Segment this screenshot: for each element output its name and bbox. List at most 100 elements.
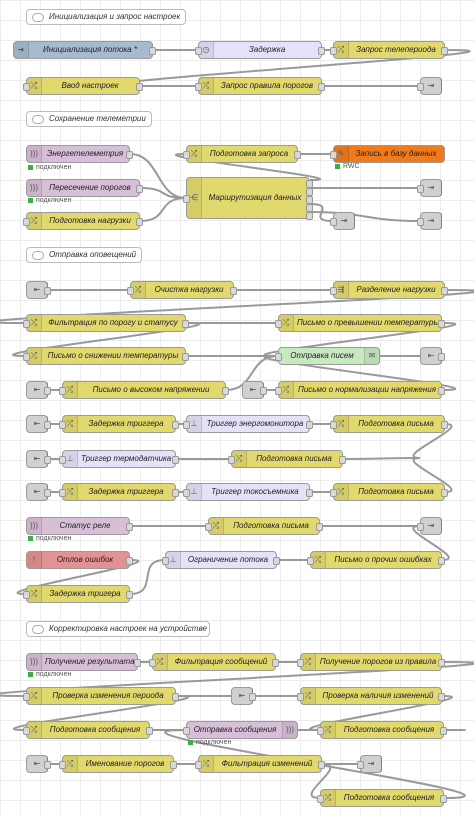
output-port[interactable] [146,727,153,735]
node-link-in-3[interactable]: ⇤ [26,381,51,399]
wire[interactable] [342,457,421,460]
input-port[interactable] [195,47,202,55]
node-link-in-9[interactable]: ⇤ [26,755,51,773]
node-link-in-5[interactable]: ⇤ [26,415,51,433]
node-trig-delay-2[interactable]: ⤮Задержка триггера [59,483,179,501]
input-port[interactable] [317,795,324,803]
node-link-out-6[interactable]: ⇥ [357,755,382,773]
output-port[interactable] [438,659,445,667]
input-port[interactable] [307,557,314,565]
comment-init[interactable]: Инициализация и запрос настроек [26,9,186,25]
input-port[interactable] [183,151,190,159]
node-link-out-2[interactable]: ⇥ [417,179,442,197]
node-mail-high-temp[interactable]: ⤮Письмо о превышении температуры [275,314,445,332]
output-port[interactable] [134,659,141,667]
output-port-1[interactable] [306,180,313,188]
node-prep-mail-2[interactable]: ⤮Подготовка письма [228,450,346,468]
output-port[interactable] [441,47,448,55]
node-delay[interactable]: ◷Задержка [195,41,325,59]
node-get-thresholds[interactable]: ⤮Получение порогов из правила [297,653,445,671]
comment-device-settings[interactable]: Корректировка настроек на устройстве [26,621,210,637]
node-check-changes[interactable]: ⤮Проверка наличия изменений [297,687,445,705]
wire[interactable] [309,211,421,222]
output-port[interactable] [440,727,447,735]
node-link-in-8[interactable]: ⇤ [231,687,256,705]
output-port[interactable] [438,693,445,701]
node-prep-mail-1[interactable]: ⤮Подготовка письма [330,415,448,433]
input-port[interactable] [183,489,190,497]
input-port[interactable] [357,761,364,769]
wire[interactable] [12,322,200,357]
input-port[interactable] [417,218,424,226]
output-port[interactable] [182,353,189,361]
input-port[interactable] [127,287,134,295]
wire[interactable] [264,355,456,391]
input-port[interactable] [149,659,156,667]
output-port[interactable] [126,523,133,531]
output-port-5[interactable] [306,212,313,220]
node-mqtt-energy[interactable]: )))Энергетелеметрия [26,145,133,163]
input-port[interactable] [275,387,282,395]
node-mqtt-relay[interactable]: )))Статус реле [26,517,133,535]
node-db-write[interactable]: ✎Запись в базу данных [330,145,445,163]
node-prep-mail-4[interactable]: ⤮Подготовка письма [205,517,323,535]
input-port[interactable] [330,151,337,159]
node-mail-norm-v[interactable]: ⤮Письмо о нормализации напряжения [275,381,445,399]
output-port[interactable] [172,693,179,701]
output-port[interactable] [438,387,445,395]
input-port[interactable] [59,489,66,497]
node-link-in-2[interactable]: ⇤ [420,347,445,365]
output-port-2[interactable] [306,188,313,196]
output-port[interactable] [306,421,313,429]
input-port[interactable] [417,185,424,193]
input-port[interactable] [23,727,30,735]
wire[interactable] [412,525,450,561]
output-port[interactable] [441,287,448,295]
wire[interactable] [0,661,474,697]
output-port[interactable] [172,456,179,464]
node-filter-messages[interactable]: ⤮Фильтрация сообщений [149,653,279,671]
node-link-out-4[interactable]: ⇥ [417,212,442,230]
output-port[interactable] [44,287,51,295]
input-port[interactable] [183,421,190,429]
node-filter-changes[interactable]: ⤮Фильтрация изменений [195,755,325,773]
output-port[interactable] [441,489,448,497]
node-trig-current[interactable]: ⊥Триггер токосъемника [183,483,313,501]
wire[interactable] [412,457,453,493]
wire[interactable] [309,695,453,731]
node-trig-delay-3[interactable]: ⤮Задержка тригера [23,585,133,603]
output-port[interactable] [44,456,51,464]
node-trig-energy[interactable]: ⊥Триггер энергомонитора [183,415,313,433]
input-port[interactable] [330,218,337,226]
comment-alerts[interactable]: Отправка оповещений [26,247,142,263]
input-port[interactable] [162,557,169,565]
node-mail-low-temp[interactable]: ⤮Письмо о снижении температуры [23,347,189,365]
input-port[interactable] [297,659,304,667]
output-port[interactable] [136,83,143,91]
node-link-out-3[interactable]: ⇥ [330,212,355,230]
node-trig-thermo[interactable]: ⊥Триггер термодатчика [59,450,179,468]
node-prep-mail-3[interactable]: ⤮Подготовка письма [330,483,448,501]
output-port[interactable] [182,320,189,328]
input-port[interactable] [330,421,337,429]
input-port[interactable] [59,421,66,429]
output-port[interactable] [126,557,133,565]
node-mqtt-cross[interactable]: )))Пересечение порогов [26,179,143,197]
node-input-settings[interactable]: ⤮Ввод настроек [23,77,143,95]
output-port[interactable] [222,387,229,395]
wire[interactable] [175,153,321,181]
wire[interactable] [13,695,189,731]
node-split[interactable]: ⇶Разделение нагрузки [330,281,448,299]
node-prep-msg-3[interactable]: ⤮Подготовка сообщения [317,789,447,807]
input-port[interactable] [23,83,30,91]
input-port[interactable] [417,83,424,91]
input-port[interactable] [59,456,66,464]
output-port[interactable] [44,387,51,395]
node-prep-msg-2[interactable]: ⤮Подготовка сообщения [317,721,447,739]
wire[interactable] [129,559,166,595]
wire[interactable] [264,322,456,357]
node-clean[interactable]: ⤮Очистка нагрузки [127,281,237,299]
wire[interactable] [310,763,332,799]
node-init-inject[interactable]: ➜Инициализация потока * [13,41,156,59]
input-port[interactable] [297,693,304,701]
